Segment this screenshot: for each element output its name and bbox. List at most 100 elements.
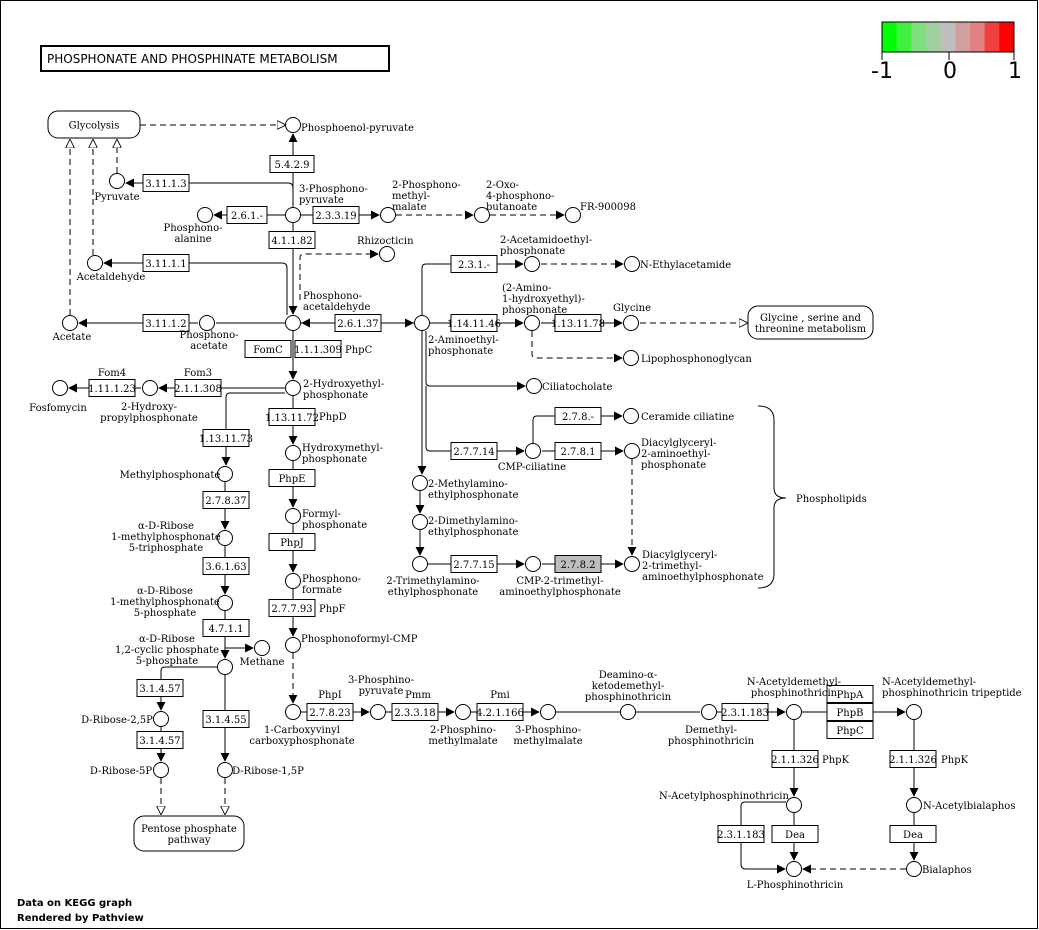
enzyme-e5429[interactable]: 5.4.2.9: [269, 155, 315, 173]
compound-cmpcil[interactable]: CMP-ciliatine: [498, 443, 566, 474]
enzyme-e2782[interactable]: 2.7.8.2: [554, 555, 602, 573]
compound-lpt[interactable]: L-Phosphinothricin: [747, 861, 844, 892]
compound-fr[interactable]: FR-900098: [565, 202, 637, 223]
enzyme-e23318[interactable]: 2.3.3.18: [391, 703, 439, 721]
compound-pacald[interactable]: Phosphono-acetaldehyde: [285, 291, 371, 331]
enzyme-phpj[interactable]: PhpJ: [268, 533, 316, 551]
compound-ceramide[interactable]: Ceramide ciliatine: [623, 408, 735, 424]
enzyme-e1131172[interactable]: 1.13.11.72: [265, 408, 319, 426]
compound-ppma[interactable]: 3-Phosphino-methylmalate: [513, 704, 583, 748]
enzyme-e41182[interactable]: 4.1.1.82: [268, 231, 316, 249]
compound-hmp[interactable]: Hydroxymethyl-phosphonate: [285, 443, 383, 465]
compound-glycine[interactable]: Glycine: [613, 303, 651, 331]
enzyme-e1131178[interactable]: 1.13.11.78: [551, 314, 605, 332]
enzyme-e31457b[interactable]: 3.1.4.57: [136, 731, 184, 749]
enzyme-e231183a[interactable]: 2.3.1.183: [721, 703, 769, 721]
compound-ahep[interactable]: (2-Amino-1-hydroxyethyl)-phosphonate: [502, 283, 585, 331]
enzyme-e111309[interactable]: 1.1.1.309: [294, 340, 342, 358]
compound-fosfomycin[interactable]: Fosfomycin: [29, 380, 87, 415]
enzyme-e1131173[interactable]: 1.13.11.73: [199, 429, 253, 447]
compound-dmae[interactable]: 2-Dimethylamino-ethylphosphonate: [412, 514, 519, 539]
enzyme-deaa[interactable]: Dea: [771, 825, 819, 843]
compound-dmpt[interactable]: Demethyl-phosphinothricin: [668, 704, 755, 748]
enzyme-e1141146[interactable]: 1.14.11.46: [447, 314, 501, 332]
compound-tmae[interactable]: 2-Trimethylamino-ethylphosphonate: [386, 556, 480, 599]
compound-dr25p[interactable]: D-Ribose-2,5P: [81, 711, 169, 727]
enzyme-e31455[interactable]: 3.1.4.55: [202, 710, 250, 728]
compound-pmm[interactable]: 2-Phosphono-methyl-malate: [380, 180, 461, 223]
compound-deam[interactable]: Deamino-α-ketodemethyl-phosphinothricin: [585, 670, 672, 720]
enzyme-e211326a[interactable]: 2.1.1.326: [771, 750, 819, 768]
compound-pfcmp[interactable]: Phosphonoformyl-CMP: [285, 634, 418, 653]
compound-acetate[interactable]: Acetate: [52, 315, 92, 344]
compound-napt[interactable]: N-Acetylphosphinothricin: [659, 791, 802, 813]
compound-hpp[interactable]: 2-Hydroxy-propylphosphonate: [100, 380, 198, 425]
enzyme-e27714[interactable]: 2.7.7.14: [450, 442, 498, 460]
enzyme-phpe[interactable]: PhpE: [268, 469, 316, 487]
compound-cilia[interactable]: Ciliatocholate: [526, 378, 613, 394]
enzyme-phpa[interactable]: PhpA: [826, 685, 874, 703]
enzyme-e27837[interactable]: 2.7.8.37: [202, 491, 250, 509]
compound-acald[interactable]: Acetaldehyde: [76, 255, 146, 284]
enzyme-e231183b[interactable]: 2.3.1.183: [717, 825, 765, 843]
compound-dagtm[interactable]: Diacylglyceryl-2-trimethyl-aminoethylpho…: [624, 550, 764, 583]
enzyme-e261[interactable]: 2.6.1.-: [226, 206, 268, 224]
compound-rhiz[interactable]: Rhizocticin: [357, 236, 414, 262]
enzyme-e211308[interactable]: 2.1.1.308: [174, 379, 222, 397]
enzyme-e311111[interactable]: 3.11.1.1: [142, 254, 190, 272]
compound-acetamido[interactable]: 2-Acetamidoethyl-phosphonate: [500, 235, 592, 272]
enzyme-e311121[interactable]: 3.11.1.2: [142, 314, 190, 332]
enzyme-e231[interactable]: 2.3.1.-: [450, 255, 498, 273]
compound-oxo[interactable]: 2-Oxo-4-phosphono-butanoate: [474, 180, 555, 223]
compound-methane[interactable]: Methane: [240, 640, 285, 669]
enzyme-fomc[interactable]: FomC: [244, 340, 292, 358]
compound-bialaphos[interactable]: Bialaphos: [906, 861, 972, 877]
enzyme-phpb[interactable]: PhpB: [826, 703, 874, 721]
compound-ppyr[interactable]: 3-Phosphino-pyruvate: [348, 675, 414, 720]
enzyme-e278a[interactable]: 2.7.8.-: [554, 407, 602, 425]
compound-cmptm[interactable]: CMP-2-trimethyl-aminoethylphosphonate: [499, 556, 621, 599]
enzyme-e211326b[interactable]: 2.1.1.326: [889, 750, 937, 768]
enzyme-e27793[interactable]: 2.7.7.93: [268, 599, 316, 617]
enzyme-e421166[interactable]: 4.2.1.166: [476, 703, 524, 721]
enzyme-e23319[interactable]: 2.3.3.19: [312, 206, 360, 224]
enzyme-e26137[interactable]: 2.6.1.37: [334, 314, 382, 332]
enzyme-e27823[interactable]: 2.7.8.23: [306, 703, 354, 721]
compound-pep[interactable]: Phosphoenol-pyruvate: [285, 117, 415, 135]
enzyme-e111123[interactable]: 1.11.1.23: [88, 379, 136, 397]
compound-fp[interactable]: Formyl-phosphonate: [285, 508, 368, 532]
compound-ppmm[interactable]: 2-Phosphino-methylmalate: [428, 704, 498, 748]
enzyme-e36163[interactable]: 3.6.1.63: [202, 557, 250, 575]
compound-aep[interactable]: 2-Aminoethyl-phosphonate: [414, 315, 499, 358]
enzyme-e31457a[interactable]: 3.1.4.57: [136, 679, 184, 697]
compound-pacetate[interactable]: Phosphono-acetate: [179, 315, 239, 353]
compound-pformate[interactable]: Phosphono-formate: [285, 573, 362, 597]
compound-ribtp[interactable]: α-D-Ribose1-methylphosphonate5-triphosph…: [111, 521, 233, 554]
compound-nab[interactable]: N-Acetylbialaphos: [906, 797, 1016, 813]
map-link-glycolysis[interactable]: Glycolysis: [47, 110, 141, 139]
compound-pnpyr[interactable]: 3-Phosphono-pyruvate: [285, 184, 368, 223]
compound-mae[interactable]: 2-Methylamino-ethylphosphonate: [412, 475, 519, 502]
enzyme-e27715[interactable]: 2.7.7.15: [450, 555, 498, 573]
enzyme-deab[interactable]: Dea: [889, 825, 937, 843]
enzyme-e4711[interactable]: 4.7.1.1: [202, 619, 250, 637]
compound-nethyl[interactable]: N-Ethylacetamide: [624, 256, 732, 272]
compound-nadp[interactable]: N-Acetyldemethyl-phosphinothricin: [747, 677, 841, 720]
compound-dr15p[interactable]: D-Ribose-1,5P: [217, 762, 305, 778]
compound-pyruvate[interactable]: Pyruvate: [94, 173, 140, 204]
enzyme-phpc[interactable]: PhpC: [826, 721, 874, 739]
enzyme-e2781[interactable]: 2.7.8.1: [554, 442, 602, 460]
compound-hep[interactable]: 2-Hydroxyethyl-phosphonate: [285, 379, 385, 401]
compound-methylp[interactable]: Methylphosphonate: [120, 466, 233, 482]
compound-dagaep[interactable]: Diacylglyceryl-2-aminoethyl-phosphonate: [624, 438, 717, 471]
enzyme-e311131[interactable]: 3.11.1.3: [142, 174, 190, 192]
compound-lpg[interactable]: Lipophosphonoglycan: [623, 350, 753, 366]
compound-nadpt[interactable]: N-Acetyldemethyl-phosphinothricin tripep…: [882, 677, 1022, 720]
compound-pala[interactable]: Phosphono-alanine: [163, 207, 223, 246]
compound-dr5p[interactable]: D-Ribose-5P: [90, 762, 169, 778]
